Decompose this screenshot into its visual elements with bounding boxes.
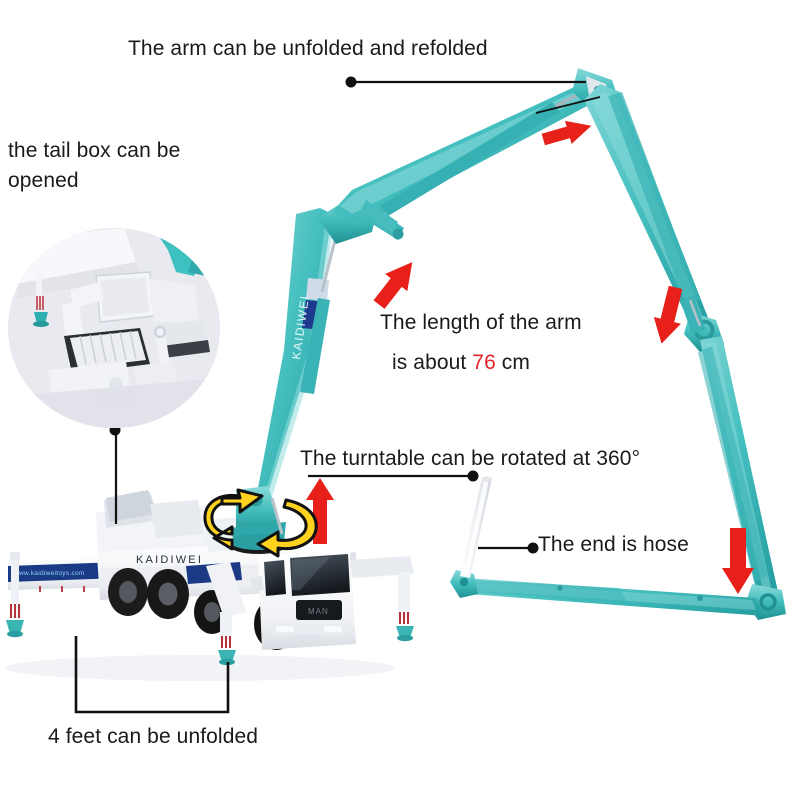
boom-section-2 bbox=[332, 76, 606, 234]
chassis-brand-text: KAIDIWEI bbox=[136, 554, 203, 566]
callout-turntable: The turntable can be rotated at 360° bbox=[300, 444, 640, 474]
boom-corner-joint-left bbox=[450, 570, 478, 598]
outrigger-right bbox=[350, 556, 414, 642]
boom-section-1: KAIDIWEI bbox=[252, 208, 338, 520]
callout-tail-box-line1: the tail box can be bbox=[8, 139, 181, 162]
tail-box-opened-photo bbox=[8, 228, 220, 428]
cab-grille-text: MAN bbox=[308, 607, 329, 616]
inset-control-pad bbox=[64, 328, 150, 374]
callout-arm-length: The length of the arm is about 76 cm bbox=[380, 308, 650, 379]
inset-photo-art bbox=[8, 228, 220, 428]
url-decal: www.kaidiweitoys.com bbox=[13, 570, 85, 577]
callout-arm-length-line1: The length of the arm bbox=[380, 311, 582, 334]
yellow-rotation-arrows bbox=[203, 488, 318, 558]
arm-length-suffix: cm bbox=[495, 351, 530, 375]
arm-length-prefix: is about bbox=[392, 351, 473, 375]
outrigger-front-left bbox=[206, 562, 246, 666]
red-arrow-right-boom bbox=[653, 285, 683, 344]
callout-hose-end-text: The end is hose bbox=[538, 533, 689, 556]
callout-hose-end: The end is hose bbox=[538, 530, 689, 560]
callout-four-feet: 4 feet can be unfolded bbox=[48, 722, 258, 752]
dot-arm-fold bbox=[345, 76, 357, 88]
callout-arm-fold: The arm can be unfolded and refolded bbox=[128, 34, 488, 64]
red-arrow-lower-boom bbox=[373, 262, 413, 309]
pump-truck-model: www.kaidiweitoys.com bbox=[5, 486, 414, 681]
red-arrow-hose-end bbox=[722, 528, 754, 594]
truck-cab: MAN bbox=[250, 550, 356, 650]
yellow-arrow-rotate-right bbox=[256, 498, 318, 558]
dot-hose bbox=[527, 542, 539, 554]
leader-lines bbox=[74, 80, 601, 714]
callout-turntable-text: The turntable can be rotated at 360° bbox=[300, 447, 641, 470]
callout-arm-length-line2: is about 76 cm bbox=[380, 348, 650, 378]
callout-four-feet-text: 4 feet can be unfolded bbox=[48, 725, 259, 748]
hose-end bbox=[460, 476, 493, 578]
callout-tail-box-line2: opened bbox=[8, 169, 79, 193]
callout-arm-fold-text: The arm can be unfolded and refolded bbox=[128, 37, 488, 60]
dot-turntable bbox=[467, 470, 479, 482]
red-arrow-upper-boom bbox=[541, 120, 592, 146]
yellow-arrow-rotate-left bbox=[203, 488, 264, 551]
arm-length-value: 76 bbox=[472, 351, 496, 375]
callout-tail-box: the tail box can be opened bbox=[8, 136, 243, 197]
boom-section-3 bbox=[584, 84, 712, 336]
boom-section-4 bbox=[698, 336, 778, 598]
boom-arm-assembly: KAIDIWEI bbox=[252, 68, 786, 620]
boom-section-5-bottom bbox=[466, 578, 764, 616]
